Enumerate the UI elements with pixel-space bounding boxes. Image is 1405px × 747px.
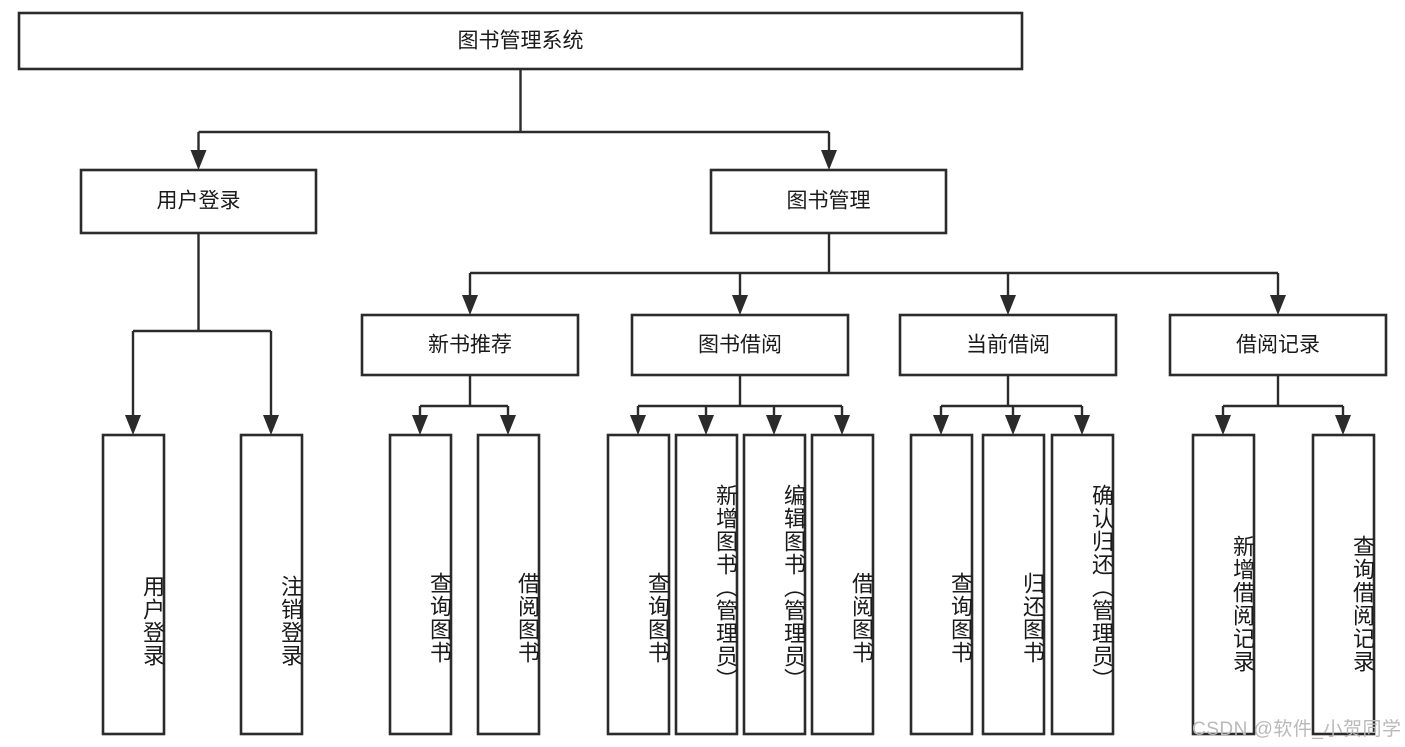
node-root-label: 图书管理系统	[458, 30, 584, 53]
node-root[interactable]: 图书管理系统	[17, 11, 1024, 71]
node-book-borrow-box[interactable]	[630, 313, 850, 377]
arrow-head-bb-add-book	[698, 415, 714, 435]
arrow-head-bb-query-book	[630, 415, 646, 435]
arrow-head-nbr-borrow-book	[500, 415, 516, 435]
node-borrow-record-box[interactable]	[1168, 313, 1388, 377]
node-bb-edit-book-box[interactable]	[742, 433, 807, 736]
node-book-manage[interactable]: 图书管理	[709, 168, 948, 235]
arrow-head-user-login	[190, 150, 207, 170]
node-book-borrow-label: 图书借阅	[698, 334, 782, 357]
node-user-logout-box[interactable]	[239, 433, 304, 736]
node-layer: 图书管理系统 用户登录 图书管理 新书推荐 图书借阅	[17, 11, 1388, 736]
node-book-borrow[interactable]: 图书借阅	[630, 313, 850, 377]
node-user-login-label: 用户登录	[157, 190, 241, 213]
node-nbr-borrow-book-box[interactable]	[476, 433, 541, 736]
arrow-head-new-book-recommend	[462, 295, 478, 315]
node-cb-return-book-box[interactable]	[981, 433, 1046, 736]
arrow-head-bb-borrow-book	[834, 415, 850, 435]
node-current-borrow-label: 当前借阅	[966, 334, 1050, 357]
arrow-head-nbr-query-book	[412, 415, 428, 435]
arrow-head-cb-return-book	[1005, 415, 1021, 435]
arrow-head-user-logout	[263, 415, 279, 435]
node-br-query-record-box[interactable]	[1311, 433, 1376, 736]
node-br-add-record-box[interactable]	[1191, 433, 1256, 736]
arrow-head-book-manage	[821, 150, 837, 170]
node-bb-query-book-box[interactable]	[606, 433, 671, 736]
node-cb-confirm-return-box[interactable]	[1050, 433, 1115, 736]
csdn-watermark: CSDN @软件_小贺同学	[1192, 719, 1402, 740]
node-bb-borrow-book-box[interactable]	[810, 433, 875, 736]
node-new-book-recommend-box[interactable]	[360, 313, 580, 377]
node-book-manage-box[interactable]	[709, 168, 948, 235]
connector-layer	[125, 69, 1351, 435]
node-new-book-recommend-label: 新书推荐	[428, 334, 512, 357]
arrow-head-br-query-record	[1335, 415, 1351, 435]
arrow-head-br-add-record	[1215, 415, 1231, 435]
arrow-head-borrow-record	[1270, 295, 1286, 315]
node-bb-add-book-box[interactable]	[674, 433, 739, 736]
arrow-head-current-borrow	[1000, 295, 1016, 315]
node-current-borrow[interactable]: 当前借阅	[898, 313, 1118, 377]
node-nbr-query-book-box[interactable]	[388, 433, 453, 736]
arrow-head-cb-confirm-return	[1074, 415, 1090, 435]
arrow-head-user-login-do	[125, 415, 141, 435]
node-new-book-recommend[interactable]: 新书推荐	[360, 313, 580, 377]
node-user-login-do-box[interactable]	[101, 433, 166, 736]
node-cb-query-book-box[interactable]	[909, 433, 974, 736]
arrow-head-cb-query-book	[933, 415, 949, 435]
arrow-head-book-borrow	[732, 295, 748, 315]
arrow-head-bb-edit-book	[766, 415, 782, 435]
node-borrow-record-label: 借阅记录	[1236, 334, 1320, 357]
node-borrow-record[interactable]: 借阅记录	[1168, 313, 1388, 377]
node-user-login[interactable]: 用户登录	[79, 168, 318, 235]
node-user-login-box[interactable]	[79, 168, 318, 235]
node-current-borrow-box[interactable]	[898, 313, 1118, 377]
node-root-box[interactable]	[17, 11, 1024, 71]
node-book-manage-label: 图书管理	[787, 190, 871, 213]
